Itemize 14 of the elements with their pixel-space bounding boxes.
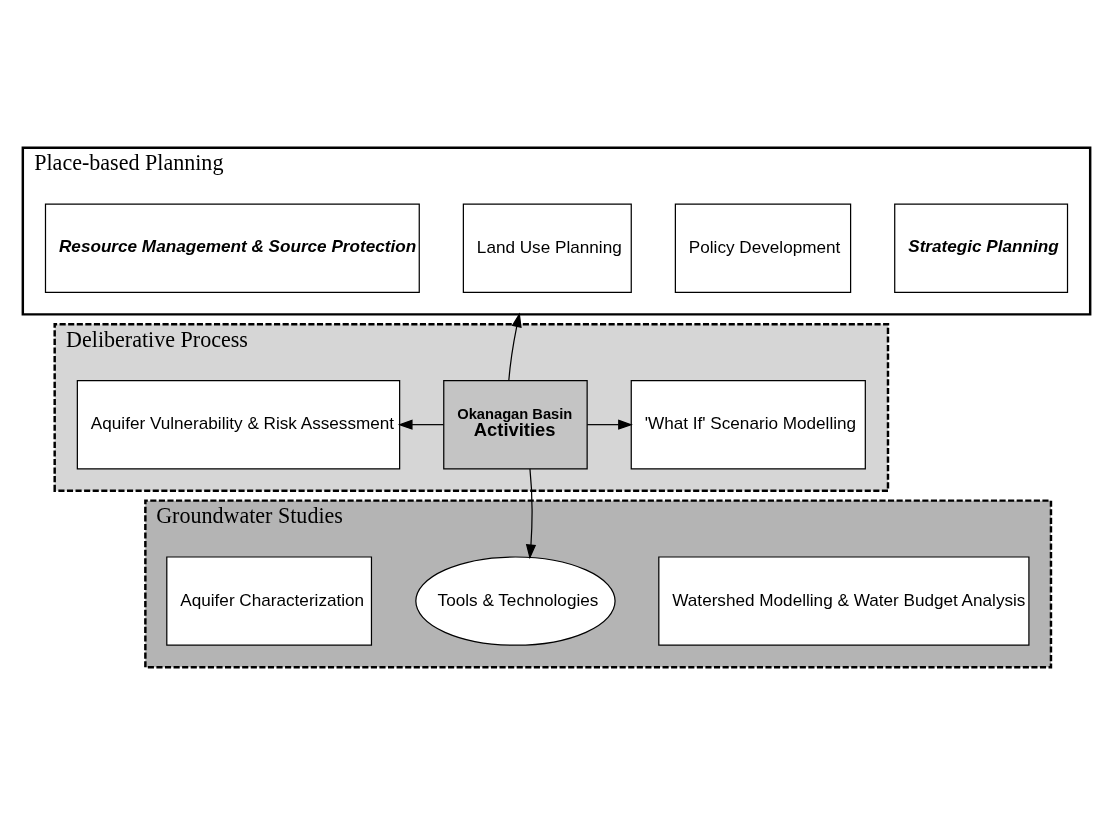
node-box: Okanagan Basin Activities (443, 379, 588, 469)
arrow (508, 312, 522, 381)
node-box: Land Use Planning (462, 202, 632, 293)
node-box: Resource Management & Source Protection (44, 202, 420, 293)
node-box: Strategic Planning (894, 202, 1069, 293)
node-box: Aquifer Vulnerability & Risk Assessment (76, 379, 401, 469)
node-ellipse: Tools & Technologies (415, 555, 616, 646)
node-box: 'What If' Scenario Modelling (630, 379, 866, 469)
node-box: Policy Development (674, 202, 852, 293)
arrow (586, 419, 633, 430)
arrow (397, 419, 445, 430)
node-box: Aquifer Characterization (166, 555, 373, 646)
node-box: Watershed Modelling & Water Budget Analysis (658, 555, 1030, 646)
arrow (525, 467, 537, 559)
